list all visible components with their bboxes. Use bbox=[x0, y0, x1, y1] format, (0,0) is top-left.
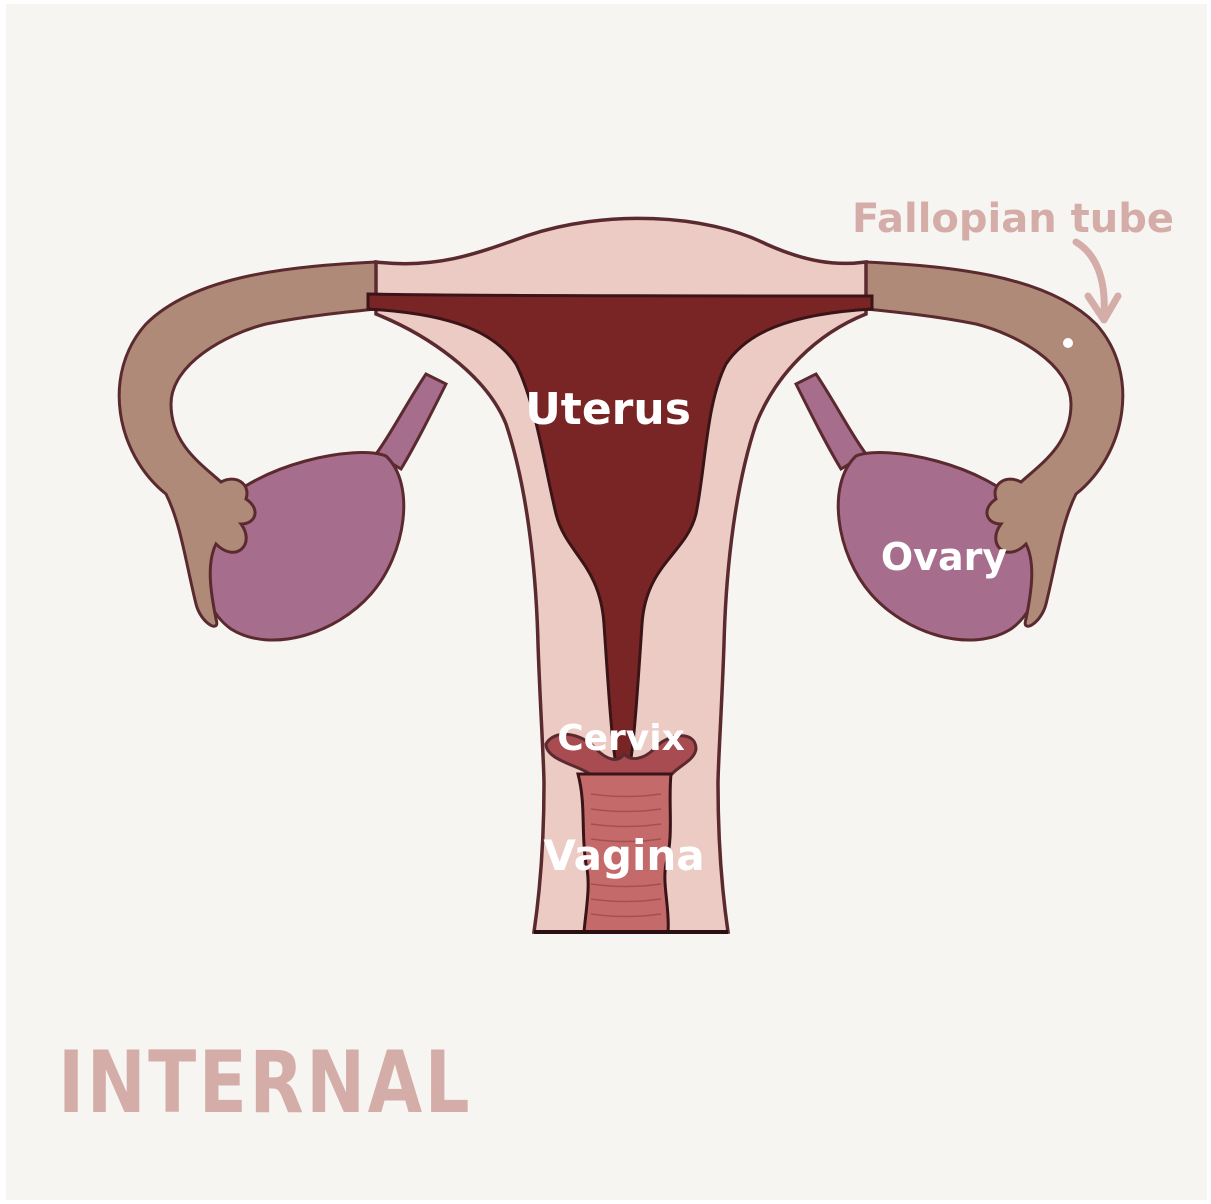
illustration-canvas: Uterus Ovary Cervix Vagina Fallopian tub… bbox=[6, 4, 1207, 1200]
label-cervix: Cervix bbox=[557, 718, 685, 759]
reproductive-system-diagram: Uterus Ovary Cervix Vagina Fallopian tub… bbox=[6, 4, 1207, 1200]
uterine-cavity bbox=[368, 294, 872, 764]
section-title: INTERNAL bbox=[58, 1040, 472, 1126]
label-uterus: Uterus bbox=[525, 384, 691, 435]
tube-highlight bbox=[1063, 338, 1073, 348]
label-vagina: Vagina bbox=[543, 831, 704, 880]
label-ovary: Ovary bbox=[881, 535, 1007, 579]
label-fallopian-tube: Fallopian tube bbox=[852, 196, 1174, 242]
